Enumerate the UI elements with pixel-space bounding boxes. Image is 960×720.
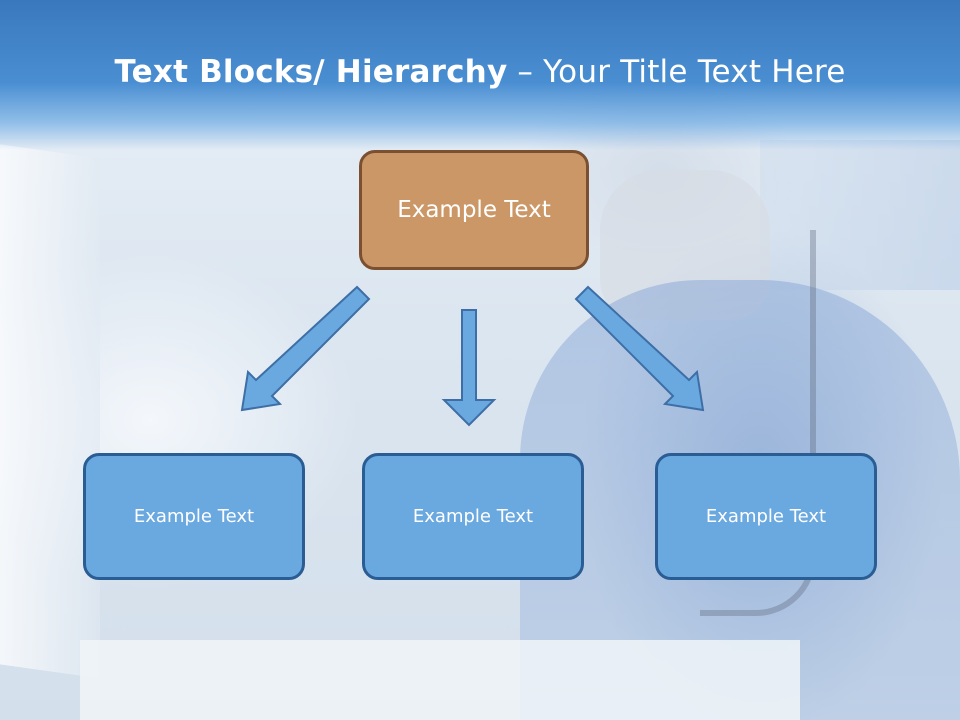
arrow-to-center-box bbox=[441, 309, 497, 427]
slide-title-bold: Text Blocks/ Hierarchy bbox=[114, 54, 508, 90]
slide-title-rest: – Your Title Text Here bbox=[507, 54, 846, 90]
hierarchy-child-label: Example Text bbox=[133, 506, 255, 527]
background-stethoscope bbox=[700, 230, 816, 616]
arrow-to-left-box bbox=[240, 285, 371, 412]
hierarchy-child-box-left[interactable]: Example Text bbox=[83, 453, 305, 580]
arrow-to-right-box bbox=[574, 285, 705, 412]
hierarchy-child-box-center[interactable]: Example Text bbox=[362, 453, 584, 580]
title-band bbox=[0, 0, 960, 150]
background-desk bbox=[80, 640, 800, 720]
hierarchy-child-box-right[interactable]: Example Text bbox=[655, 453, 877, 580]
hierarchy-child-label: Example Text bbox=[705, 506, 827, 527]
hierarchy-root-box[interactable]: Example Text bbox=[359, 150, 589, 270]
slide-title[interactable]: Text Blocks/ Hierarchy – Your Title Text… bbox=[0, 54, 960, 90]
hierarchy-root-label: Example Text bbox=[397, 197, 551, 223]
hierarchy-child-label: Example Text bbox=[412, 506, 534, 527]
